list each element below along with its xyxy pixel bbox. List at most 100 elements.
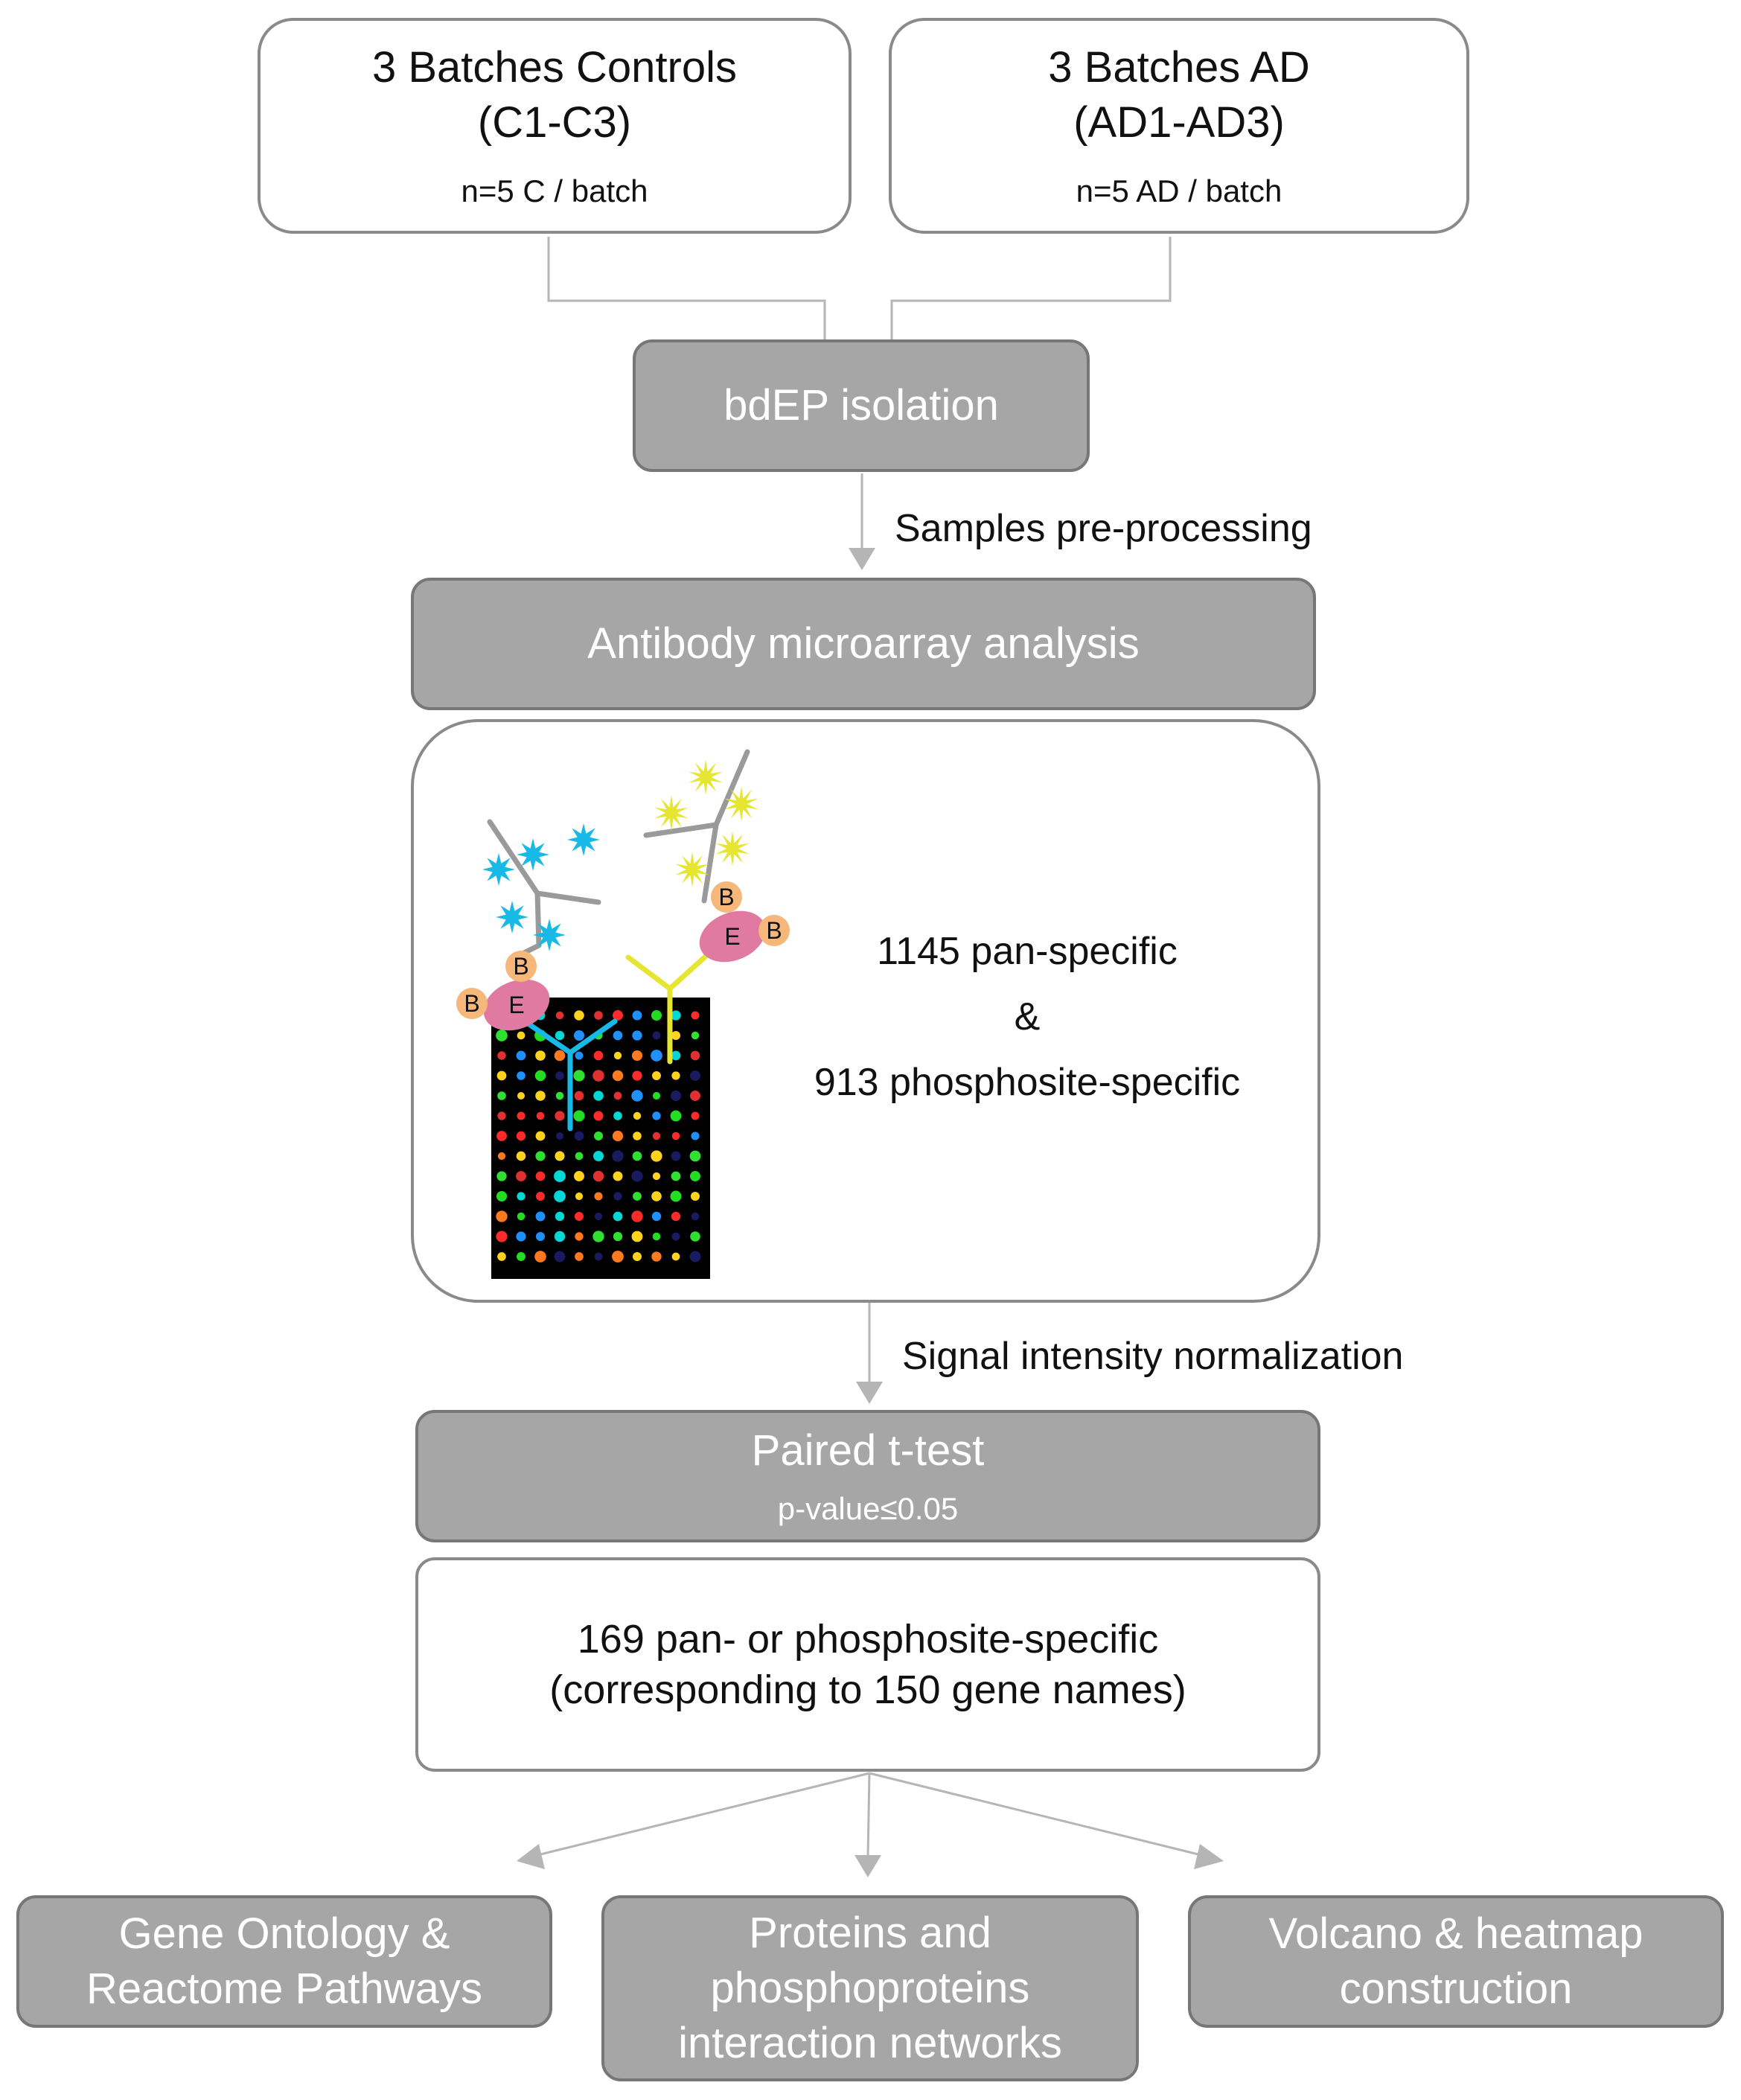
array-spot [631,1050,643,1062]
yellow-star [715,831,750,867]
cyan-star [517,838,549,871]
controls-batch-n: n=5 C / batch [461,173,648,208]
array-counts: 1145 pan-specific & 913 phosphosite-spec… [774,919,1280,1115]
array-spot [691,1111,700,1120]
yellow-star [654,795,689,831]
isolation-box: bdEP isolation [633,339,1090,472]
array-spot [671,1171,681,1181]
array-spot [574,1010,584,1021]
array-spot [633,1192,642,1201]
array-spot [575,1051,584,1060]
array-spot [632,1251,642,1262]
array-spot [555,1030,565,1041]
biotin-label-ls: B [464,990,479,1017]
array-spot [691,1212,700,1221]
array-spot [671,1232,680,1241]
result-line1: 169 pan- or phosphosite-specific [577,1617,1159,1662]
array-spot [554,1170,566,1182]
array-spot [496,1070,507,1081]
ad-batch-subtitle: (AD1-AD3) [1073,98,1285,147]
biotin-label-rs: B [766,917,782,944]
array-spot [594,1212,603,1221]
array-spot [575,1152,584,1161]
array-spot [652,1232,661,1241]
array-spot [593,1131,604,1141]
array-spot [652,1071,661,1080]
ttest-title: Paired t-test [751,1426,985,1475]
array-spot [652,1172,661,1181]
array-spot [670,1090,682,1102]
array-spot [689,1070,701,1082]
array-spot [652,1091,661,1100]
array-spot [516,1050,526,1061]
enzyme-label-right: E [724,923,740,950]
microarray-box: Antibody microarray analysis [411,578,1316,710]
phosphosite-specific-count: 913 phosphosite-specific [814,1061,1241,1104]
array-spot [691,1132,700,1140]
array-spot [516,1231,526,1242]
array-spot [593,1111,604,1121]
yellow-star [724,786,758,822]
array-spot [593,1050,604,1061]
enzyme-right [699,910,766,963]
result-box: 169 pan- or phosphosite-specific (corres… [415,1557,1320,1772]
array-spot [651,1009,662,1021]
array-spot [496,1231,508,1242]
array-spot [555,1211,565,1222]
array-spot [612,1130,624,1142]
yellow-star [675,852,709,887]
array-spot [631,1170,643,1182]
biotin-label-lt: B [513,953,528,980]
array-spot [573,1030,585,1041]
array-spot [632,1070,642,1081]
biotin-left-side [456,988,488,1019]
array-spot [593,1091,604,1101]
biotin-right-side [758,915,790,946]
array-spot [535,1091,546,1101]
array-spot [651,1191,662,1201]
array-spot [632,1010,642,1021]
array-spot [613,1111,622,1120]
array-spot [573,1110,585,1122]
array-spot [516,1131,526,1141]
cyan-star [533,919,566,951]
array-spot [497,1051,506,1060]
ampersand: & [1014,995,1041,1038]
cyan-capture-antibody [524,1018,618,1132]
array-spot [555,1151,565,1161]
array-spot [651,1211,662,1222]
array-spot [671,1132,680,1140]
array-spot [555,1071,564,1080]
array-spot [517,1071,526,1080]
array-spot [496,1030,508,1041]
array-spot [652,1132,661,1140]
array-spot [613,1231,623,1242]
array-spot [575,1232,584,1241]
array-spot [690,1171,700,1181]
array-spot [691,1011,700,1020]
array-spot [651,1050,662,1062]
array-spot [594,1011,603,1020]
grey-antibody-left [487,819,601,957]
array-spot [690,1091,700,1101]
array-spot [613,1051,622,1060]
enzyme-left [483,979,550,1031]
controls-batch-title: 3 Batches Controls [371,43,738,92]
volcano-box: Volcano & heatmap construction [1188,1895,1724,2028]
array-spot [554,1050,566,1062]
array-spot [689,1251,701,1263]
array-spot [535,1231,546,1242]
array-spot [594,1192,603,1201]
array-spot [536,1192,545,1201]
array-spot [574,1171,584,1181]
arrow-network [866,1772,871,1857]
array-spot [689,1150,701,1162]
array-spot [651,1251,662,1262]
array-spot [534,1251,546,1263]
normalization-label: Signal intensity normalization [902,1335,1404,1378]
array-spot [575,1252,584,1261]
ad-batch-title: 3 Batches AD [1048,43,1310,92]
array-spot [554,1231,566,1242]
array-spot [555,1132,564,1140]
